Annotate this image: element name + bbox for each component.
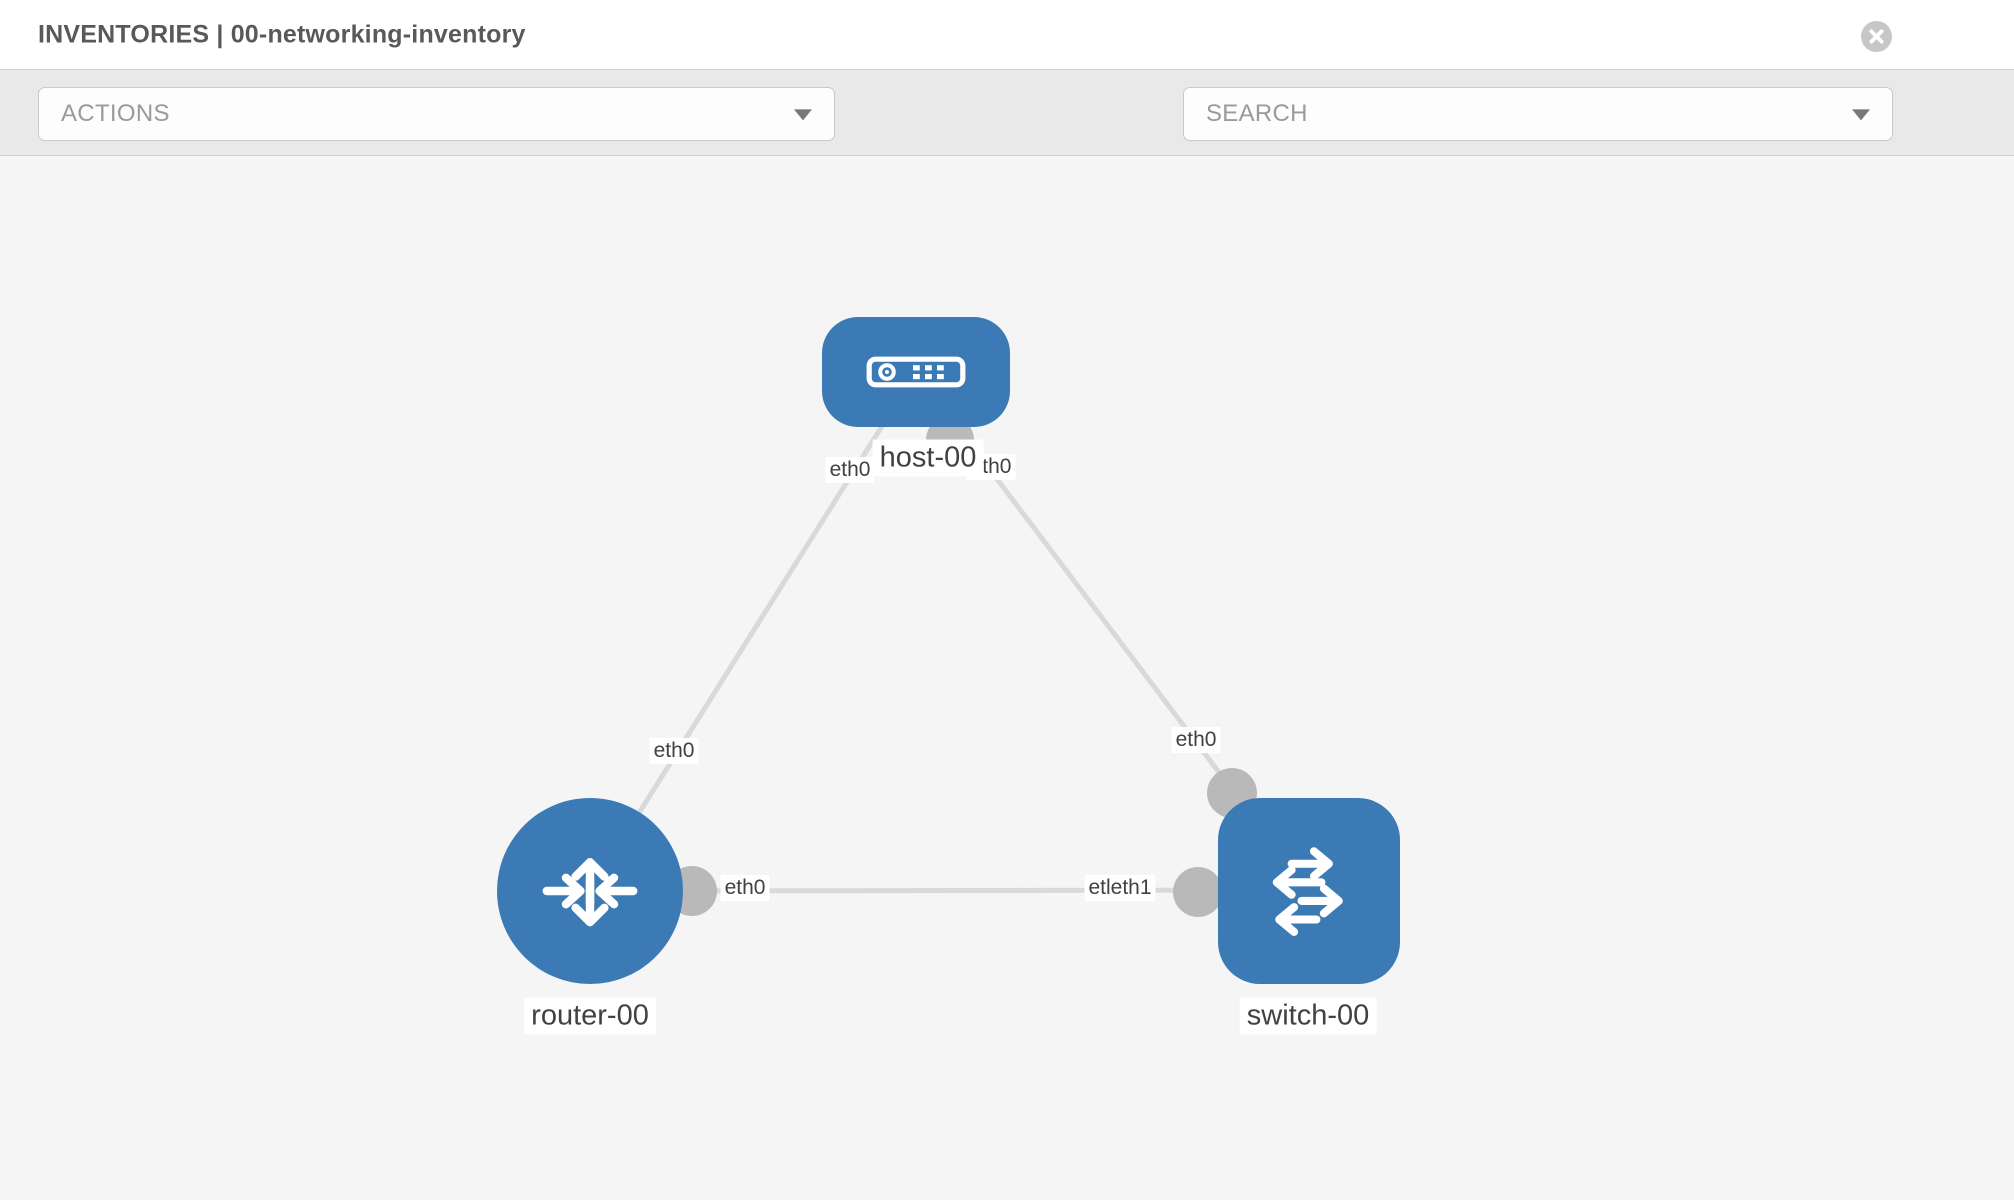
- link-label: eth0: [825, 457, 875, 483]
- node-switch-00[interactable]: [1218, 798, 1400, 984]
- close-icon: [1869, 29, 1884, 44]
- chevron-down-icon: [1852, 109, 1870, 121]
- host-icon: [866, 356, 966, 388]
- node-label-host: host-00: [872, 439, 984, 477]
- link-label: eth0: [720, 875, 770, 901]
- toolbar: ACTIONS SEARCH: [0, 70, 2014, 201]
- topology-canvas[interactable]: eth0 eth0 eth0 eth0 eth0 etleth1 host-00…: [0, 156, 2014, 1199]
- header-bar: INVENTORIES | 00-networking-inventory: [0, 0, 2014, 70]
- node-label-router: router-00: [524, 997, 656, 1035]
- links-layer: [587, 370, 1310, 894]
- node-router-00[interactable]: [497, 798, 683, 984]
- search-placeholder: SEARCH: [1206, 100, 1308, 127]
- link-label: etleth1: [1084, 875, 1156, 901]
- search-dropdown[interactable]: SEARCH: [1183, 87, 1893, 141]
- router-icon: [542, 858, 638, 927]
- link-label: eth0: [649, 738, 699, 764]
- node-host-00[interactable]: [822, 317, 1010, 427]
- chevron-down-icon: [794, 109, 812, 121]
- actions-dropdown-label: ACTIONS: [61, 100, 170, 127]
- link-label: eth0: [1171, 727, 1221, 753]
- port-switch-eth1[interactable]: [1173, 867, 1223, 917]
- node-label-switch: switch-00: [1239, 997, 1377, 1035]
- switch-icon: [1272, 847, 1343, 936]
- page-title: INVENTORIES | 00-networking-inventory: [38, 20, 526, 48]
- close-button[interactable]: [1861, 21, 1892, 52]
- actions-dropdown[interactable]: ACTIONS: [38, 87, 835, 141]
